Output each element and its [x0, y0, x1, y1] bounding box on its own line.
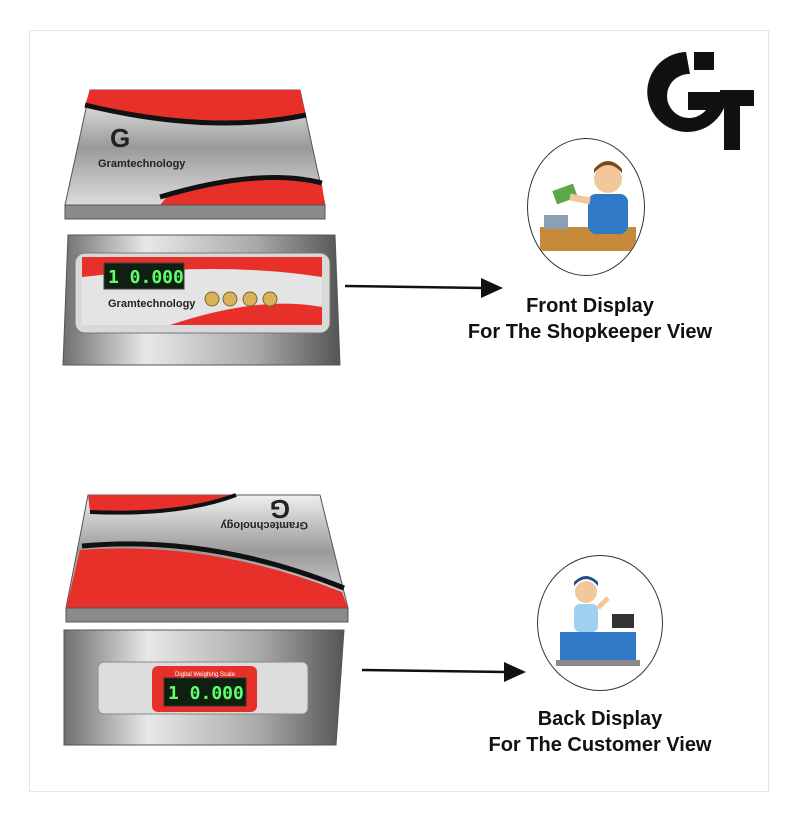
front-panel-brand: Gramtechnology [108, 298, 196, 310]
back-caption: Back Display For The Customer View [450, 706, 750, 758]
front-display-readout: 1 0.000 [108, 267, 184, 288]
arrow-front [345, 278, 503, 298]
front-caption: Front Display For The Shopkeeper View [440, 293, 740, 345]
front-caption-title: Front Display [526, 295, 654, 317]
svg-text:G: G [110, 123, 130, 153]
arrow-back [362, 662, 526, 682]
back-display-readout: 1 0.000 [168, 683, 244, 704]
front-top-brand: Gramtechnology [98, 158, 186, 170]
front-caption-subtitle: For The Shopkeeper View [467, 321, 713, 343]
gramtechnology-logo-icon [647, 52, 754, 150]
back-caption-title: Back Display [537, 708, 663, 730]
back-caption-subtitle: For The Customer View [488, 734, 712, 756]
front-scale-image: 1 0.000 Gramtechnology G Gramtechnology [62, 89, 341, 366]
svg-text:G: G [270, 494, 290, 524]
back-top-brand: Gramtechnology [220, 519, 308, 531]
shopkeeper-icon [527, 138, 645, 276]
back-display-label: Digital Weighing Scale [175, 672, 236, 678]
back-scale-image: Digital Weighing Scale 1 0.000 Gramtechn… [63, 493, 349, 746]
customer-icon [537, 555, 663, 691]
